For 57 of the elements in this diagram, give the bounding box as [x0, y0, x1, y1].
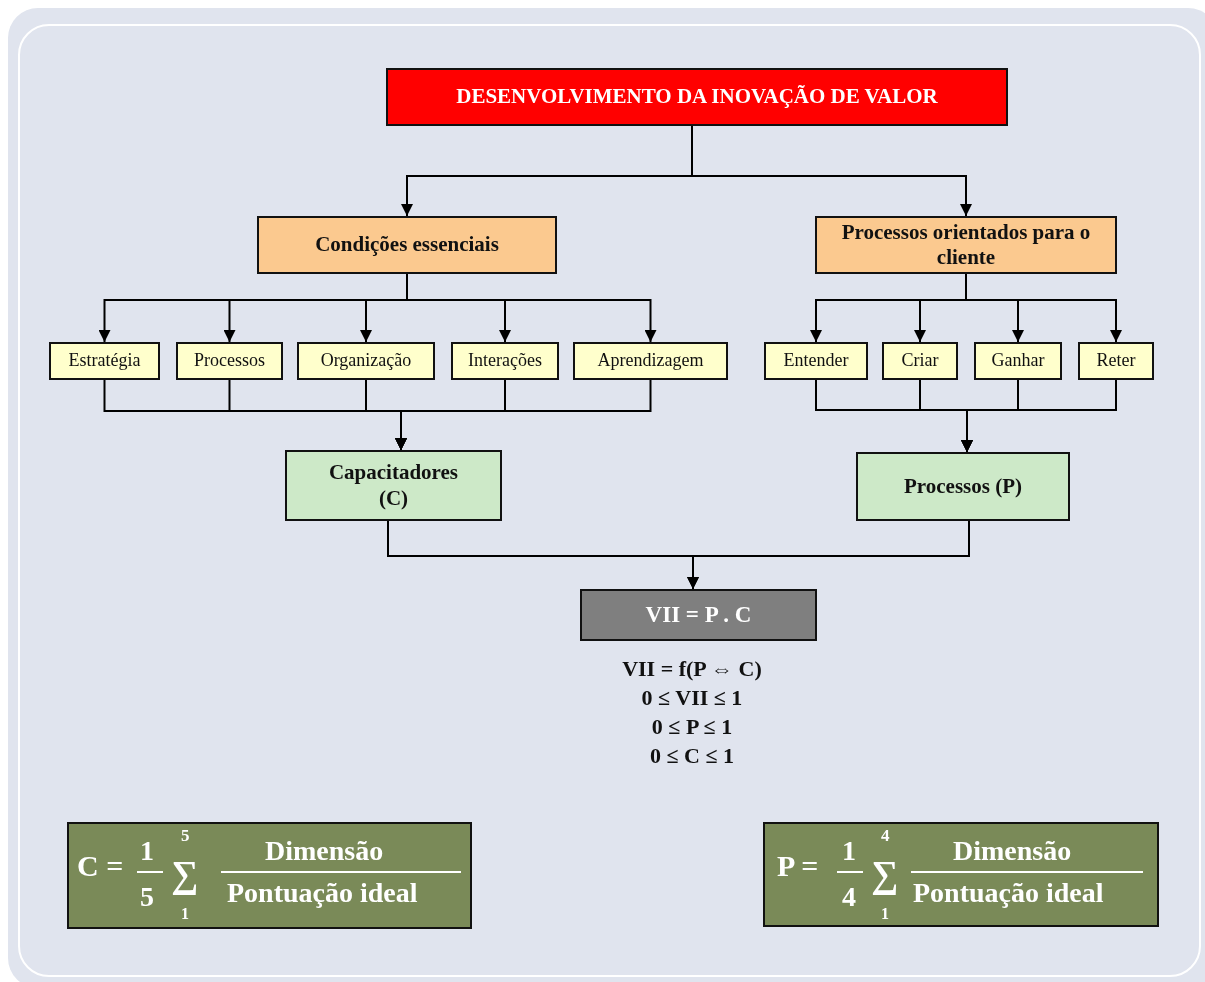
arrow [691, 125, 972, 217]
formula-text: 1 [140, 834, 154, 868]
formula-box [67, 822, 472, 929]
arrow [395, 379, 652, 451]
item-box [573, 342, 728, 380]
constraint-text: 0 ≤ VII ≤ 1 [640, 685, 744, 711]
formula-text: C = [77, 848, 124, 884]
item-box [297, 342, 435, 380]
result-box [285, 450, 502, 521]
result-box [856, 452, 1070, 521]
formula-text: P = [777, 848, 819, 884]
arrow [961, 379, 1117, 453]
formula-text: Dimensão [265, 834, 384, 868]
equation-box [580, 589, 817, 641]
item-box [49, 342, 160, 380]
formula-text: 4 [881, 826, 890, 847]
formula-text: 1 [181, 904, 189, 924]
box-label: Ganhar [991, 350, 1045, 372]
box-label: Processos [194, 350, 265, 372]
constraint-text: 0 ≤ P ≤ 1 [650, 714, 734, 740]
box-label: VII = P . C [645, 601, 752, 629]
formula-text: ∑ [871, 852, 899, 897]
box-label: Aprendizagem [597, 350, 704, 372]
box-label: Organização [320, 350, 412, 372]
formula-text: ∑ [171, 852, 199, 897]
category-box [257, 216, 557, 274]
formula-text: Pontuação ideal [227, 876, 418, 910]
box-label: Criar [901, 350, 939, 372]
box-label: Estratégia [68, 350, 141, 372]
formula-text: Pontuação ideal [913, 876, 1104, 910]
category-box [815, 216, 1117, 274]
formula-text: 5 [181, 826, 190, 847]
item-box [882, 342, 958, 380]
formula-text: 1 [842, 834, 856, 868]
item-box [1078, 342, 1154, 380]
constraint-text: VII = f(P ⇔ C) [621, 656, 763, 682]
item-box [176, 342, 283, 380]
arrow [406, 273, 657, 343]
item-box [764, 342, 868, 380]
formula-box [763, 822, 1159, 927]
box-label: Condições essenciais [315, 232, 499, 258]
title-box [386, 68, 1008, 126]
formula-text: 5 [140, 880, 154, 914]
formula-text: 4 [842, 880, 856, 914]
box-label: Processos orientados para o cliente [840, 219, 1092, 271]
box-label: Interações [468, 350, 542, 372]
item-box [974, 342, 1062, 380]
constraint-text: 0 ≤ C ≤ 1 [648, 743, 735, 769]
arrow [687, 520, 970, 590]
item-box [451, 342, 559, 380]
box-label: Reter [1096, 350, 1136, 372]
formula-text: 1 [881, 904, 889, 924]
box-label: Capacitadores (C) [327, 460, 460, 511]
box-label: DESENVOLVIMENTO DA INOVAÇÃO DE VALOR [456, 84, 938, 110]
box-label: Entender [783, 350, 849, 372]
formula-text: Dimensão [953, 834, 1072, 868]
box-label: Processos (P) [904, 473, 1022, 500]
